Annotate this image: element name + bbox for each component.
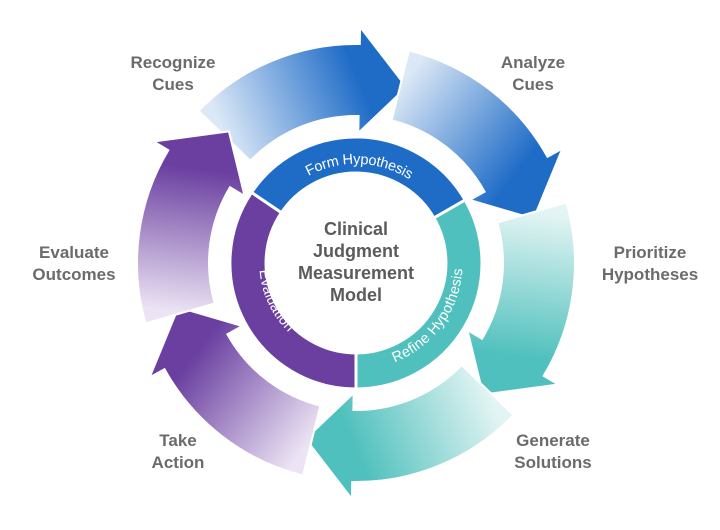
label-line: Generate: [516, 431, 590, 450]
segment-evaluation: [228, 190, 358, 391]
label-line: Cues: [152, 75, 194, 94]
title-line: Clinical: [323, 219, 389, 239]
label-line: Evaluate: [39, 243, 109, 262]
label-line: Action: [151, 453, 205, 472]
arrow-recognize-cues: [197, 24, 408, 163]
label-line: Outcomes: [32, 265, 116, 284]
label-line: Recognize: [130, 53, 216, 72]
label-line: Analyze: [500, 53, 566, 72]
arrow-generate-solutions: [304, 363, 515, 502]
title-line: Measurement: [297, 263, 415, 283]
arrow-take-action: [147, 306, 322, 477]
segment-refine-hypothesis: [354, 197, 484, 391]
segment-form-hypothesis: [249, 135, 468, 221]
label-generate-solutions: Generate Solutions: [493, 430, 613, 474]
outer-cycle-arrows: [136, 24, 576, 502]
arrow-analyze-cues: [390, 49, 565, 220]
label-recognize-cues: Recognize Cues: [118, 52, 228, 96]
label-line: Cues: [512, 75, 554, 94]
diagram-title: Clinical Judgment Measurement Model: [276, 218, 436, 306]
title-line: Model: [330, 285, 382, 305]
arrow-evaluate-outcomes: [136, 130, 247, 325]
label-evaluate-outcomes: Evaluate Outcomes: [14, 242, 134, 286]
label-prioritize-hypotheses: Prioritize Hypotheses: [585, 242, 715, 286]
label-line: Take: [159, 431, 197, 450]
title-line: Judgment: [312, 241, 399, 261]
label-line: Solutions: [514, 453, 592, 472]
label-line: Hypotheses: [601, 265, 699, 284]
label-line: Prioritize: [613, 243, 687, 262]
label-take-action: Take Action: [128, 430, 228, 474]
label-analyze-cues: Analyze Cues: [478, 52, 588, 96]
arrow-prioritize-hypotheses: [465, 201, 576, 396]
